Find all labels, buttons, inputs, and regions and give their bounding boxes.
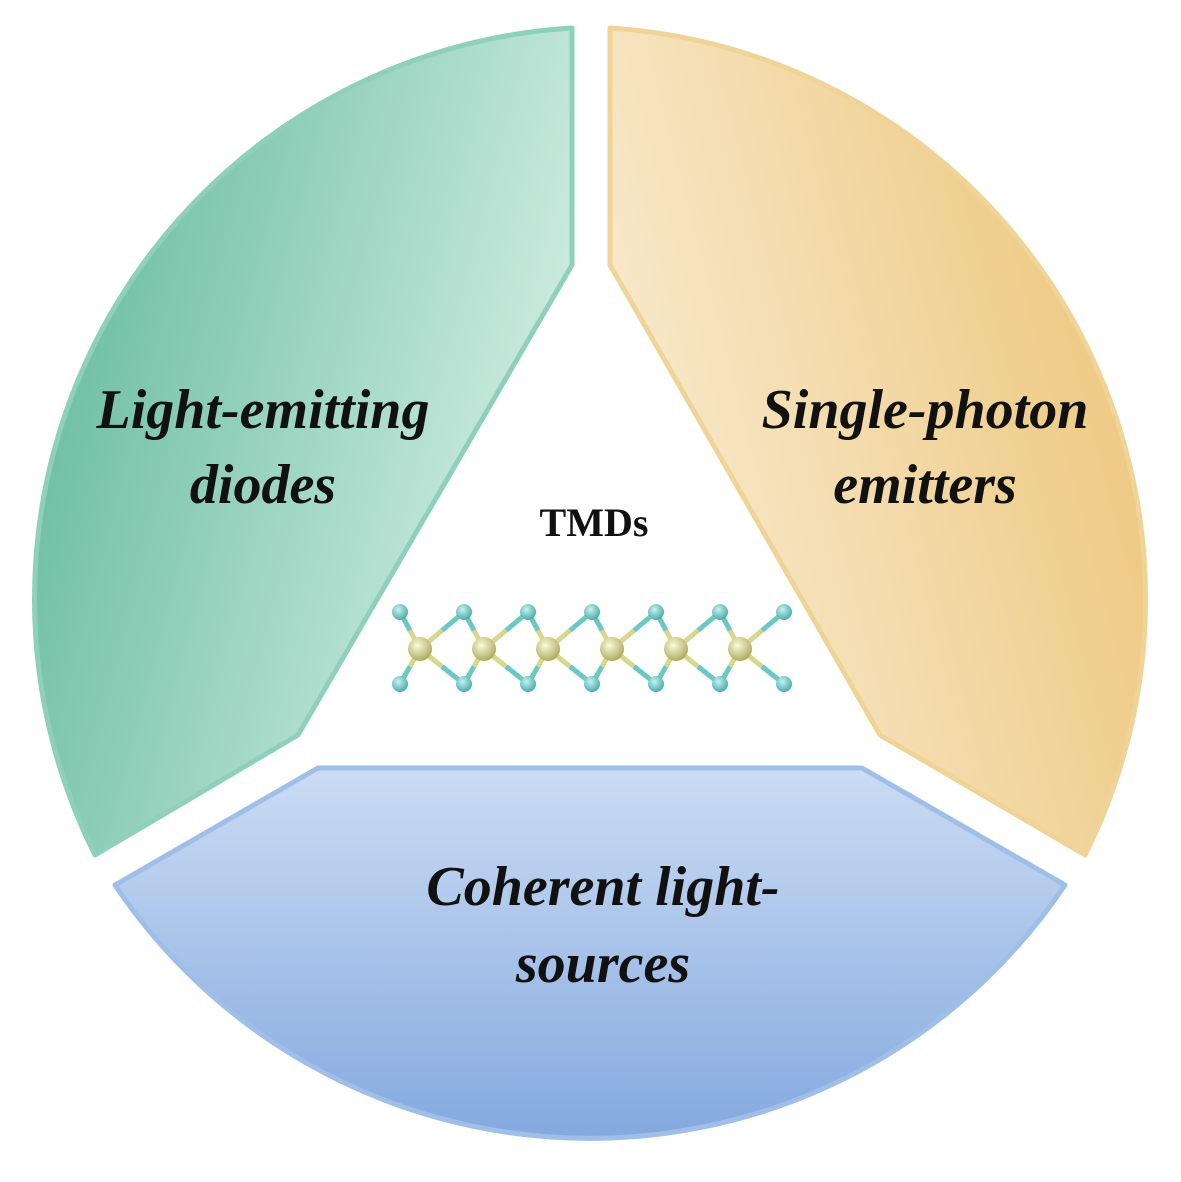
chalcogen-atom bbox=[520, 676, 536, 692]
chalcogen-atom bbox=[392, 604, 408, 620]
chalcogen-atom bbox=[456, 604, 472, 620]
center-label-tmds: TMDs bbox=[540, 500, 649, 545]
tmd-lattice-structure bbox=[392, 604, 792, 692]
metal-atom bbox=[472, 637, 496, 661]
chalcogen-atom bbox=[520, 604, 536, 620]
metal-atom bbox=[664, 637, 688, 661]
segment-single-photon-emitters bbox=[607, 25, 1149, 858]
chalcogen-atom bbox=[776, 604, 792, 620]
chalcogen-atom bbox=[648, 604, 664, 620]
chalcogen-atom bbox=[712, 676, 728, 692]
metal-atom bbox=[600, 637, 624, 661]
chalcogen-atom bbox=[392, 676, 408, 692]
label-cls-line2: sources bbox=[515, 933, 690, 995]
label-spe-line2: emitters bbox=[833, 454, 1017, 516]
label-led-line1: Light-emitting bbox=[96, 379, 430, 441]
label-cls-line1: Coherent light- bbox=[426, 856, 779, 918]
chalcogen-atom bbox=[584, 676, 600, 692]
label-led-line2: diodes bbox=[190, 454, 336, 516]
chalcogen-atom bbox=[648, 676, 664, 692]
segment-coherent-light-sources bbox=[112, 765, 1068, 1141]
segment-light-emitting-diodes bbox=[32, 25, 575, 858]
chalcogen-atom bbox=[584, 604, 600, 620]
metal-atom bbox=[536, 637, 560, 661]
label-spe-line1: Single-photon bbox=[762, 379, 1089, 441]
chalcogen-atom bbox=[456, 676, 472, 692]
metal-atom bbox=[408, 637, 432, 661]
metal-atom bbox=[728, 637, 752, 661]
chalcogen-atom bbox=[712, 604, 728, 620]
chalcogen-atom bbox=[776, 676, 792, 692]
